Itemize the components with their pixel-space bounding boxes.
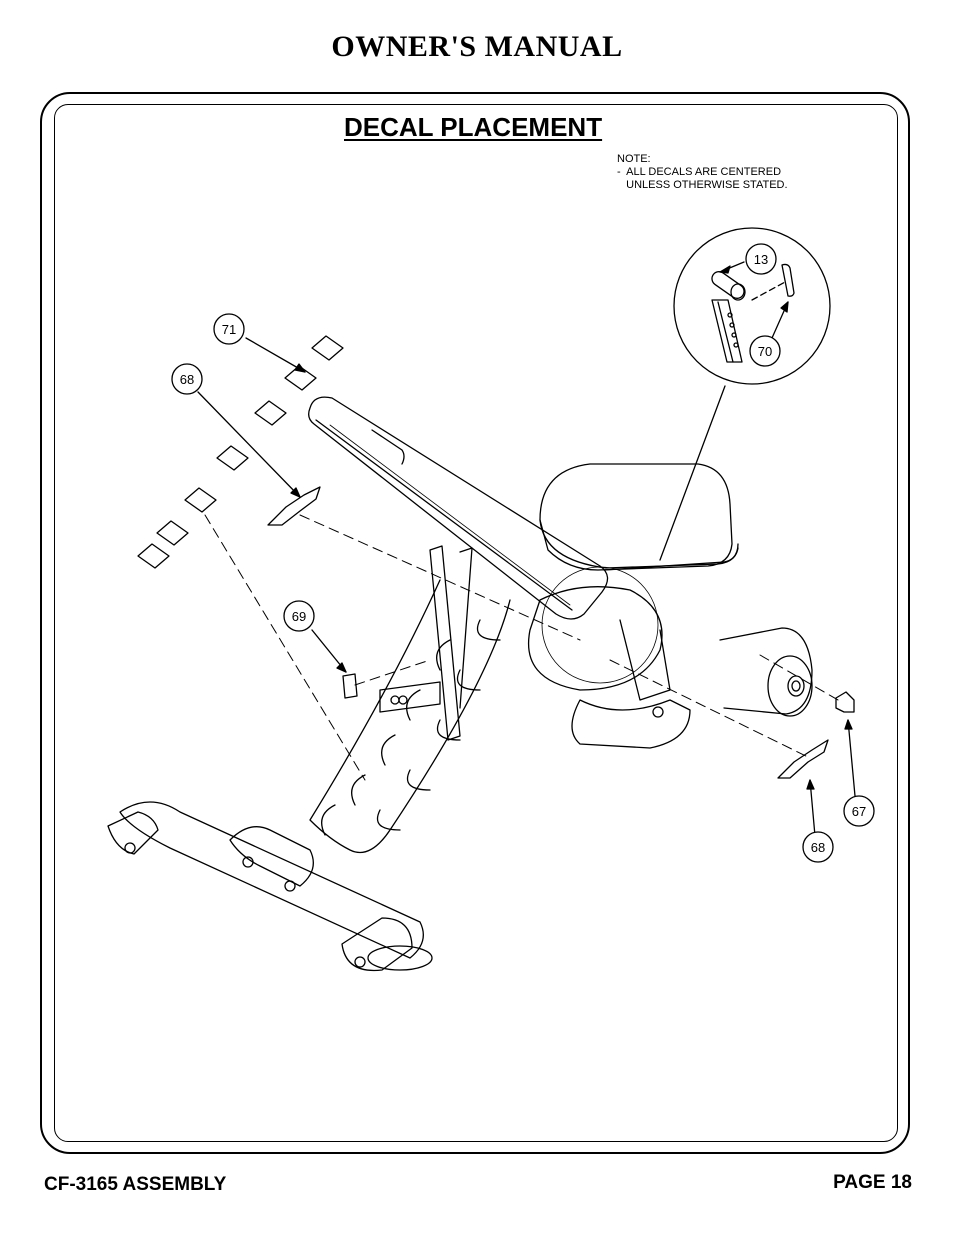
callout-68-lower: 68 bbox=[802, 831, 834, 863]
svg-text:13: 13 bbox=[754, 252, 768, 267]
decal-69 bbox=[342, 673, 358, 699]
callout-68-upper: 68 bbox=[171, 363, 203, 395]
svg-text:69: 69 bbox=[292, 609, 306, 624]
placement-lines bbox=[204, 514, 839, 781]
bench-seat-pad bbox=[539, 463, 739, 571]
decal-71-set bbox=[137, 335, 344, 569]
bench-frame bbox=[309, 545, 671, 854]
svg-text:71: 71 bbox=[222, 322, 236, 337]
bench-front-base bbox=[107, 801, 433, 972]
leader-lines bbox=[197, 261, 856, 837]
page-frame-outer bbox=[40, 92, 910, 1154]
callout-70: 70 bbox=[749, 335, 781, 367]
bench-back-pad bbox=[308, 396, 609, 620]
svg-text:68: 68 bbox=[180, 372, 194, 387]
decal-note: NOTE: - ALL DECALS ARE CENTERED UNLESS O… bbox=[617, 153, 788, 191]
callout-69: 69 bbox=[283, 600, 315, 632]
callout-71: 71 bbox=[213, 313, 245, 345]
footer-model: CF-3165 ASSEMBLY bbox=[44, 1174, 227, 1195]
svg-text:67: 67 bbox=[852, 804, 866, 819]
svg-text:70: 70 bbox=[758, 344, 772, 359]
callout-67: 67 bbox=[843, 795, 875, 827]
footer-page-number: PAGE 18 bbox=[833, 1172, 912, 1193]
decal-68-lower bbox=[777, 739, 829, 779]
svg-text:68: 68 bbox=[811, 840, 825, 855]
detail-view-circle bbox=[541, 227, 831, 684]
section-title: DECAL PLACEMENT bbox=[344, 112, 603, 142]
manual-title: OWNER'S MANUAL bbox=[331, 30, 623, 63]
decal-68-upper bbox=[267, 486, 321, 526]
bench-leg-roller bbox=[571, 627, 813, 749]
callout-13: 13 bbox=[745, 243, 777, 275]
page-frame-inner bbox=[54, 104, 898, 1142]
decal-67 bbox=[835, 691, 855, 713]
